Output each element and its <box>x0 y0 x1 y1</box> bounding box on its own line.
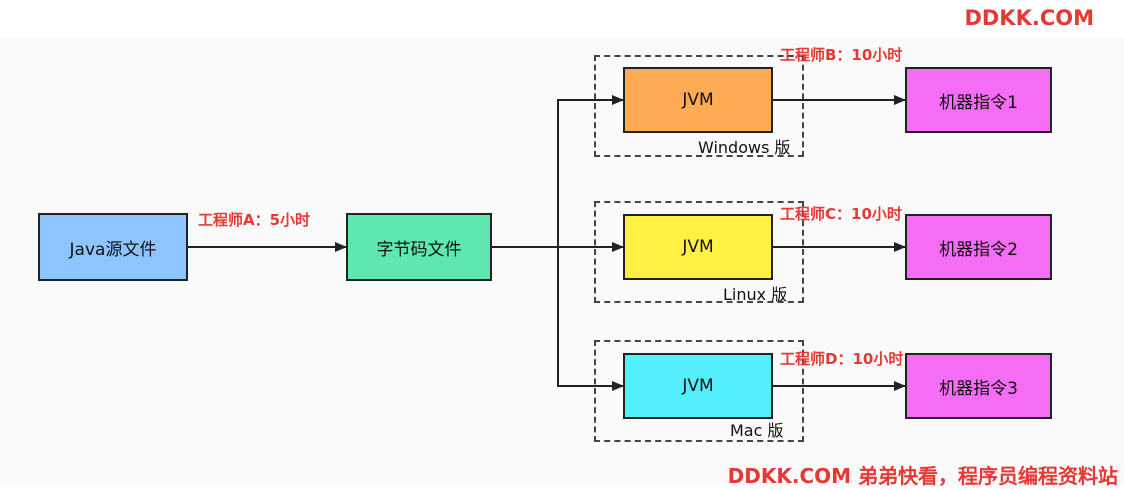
java-source-node: Java源文件 <box>38 213 188 281</box>
linux-platform-frame <box>594 201 804 303</box>
bytecode-node: 字节码文件 <box>346 213 492 281</box>
windows-platform-frame <box>594 55 804 157</box>
jvm-windows-node: JVM <box>623 67 773 133</box>
engineer-b-label: 工程师B：10小时 <box>780 46 903 64</box>
watermark-bottom: DDKK.COM 弟弟快看，程序员编程资料站 <box>727 464 1118 488</box>
engineer-a-label: 工程师A：5小时 <box>198 211 311 229</box>
top-band <box>0 0 1124 38</box>
jvm-mac-node: JVM <box>623 353 773 419</box>
mac-platform-frame <box>594 340 804 442</box>
machine-instruction-1-node: 机器指令1 <box>905 67 1052 133</box>
machine-instruction-2-node: 机器指令2 <box>905 214 1052 280</box>
arrow-bytecode-to-jvm-mac <box>557 247 624 391</box>
engineer-c-label: 工程师C：10小时 <box>780 205 902 223</box>
machine-instruction-3-node: 机器指令3 <box>905 353 1052 419</box>
windows-platform-label: Windows 版 <box>698 138 791 157</box>
jvm-linux-node: JVM <box>623 214 773 280</box>
linux-platform-label: Linux 版 <box>723 285 788 304</box>
engineer-d-label: 工程师D：10小时 <box>780 350 904 368</box>
watermark-top: DDKK.COM <box>964 6 1094 30</box>
mac-platform-label: Mac 版 <box>730 421 784 440</box>
